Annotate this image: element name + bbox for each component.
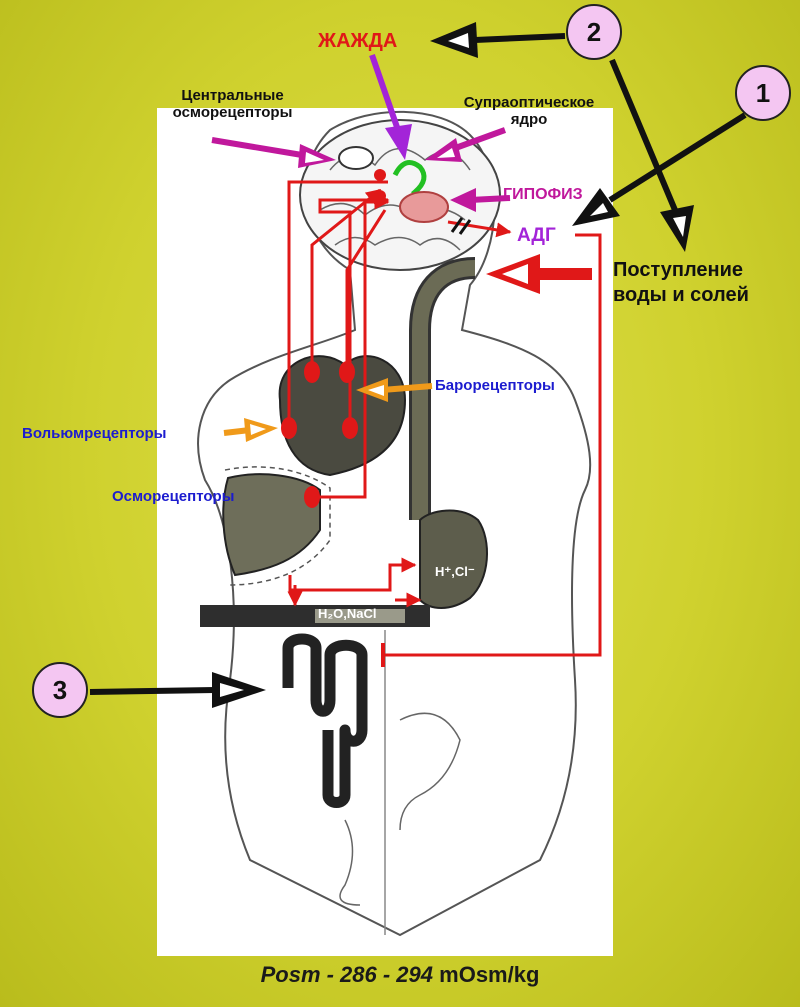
central-osmoreceptor-organ (338, 146, 374, 170)
adh-nerve-break (450, 217, 472, 235)
supraoptic-label: Супраоптическое ядро (438, 94, 620, 128)
orange-pointers (223, 378, 433, 442)
marker-2: 2 (566, 4, 622, 60)
adh-label: АДГ (517, 225, 556, 246)
volumereceptors-label: Вольюмрецепторы (22, 425, 167, 442)
intake-line1: Поступление (613, 259, 744, 281)
osmoreceptors-label: Осморецепторы (112, 488, 235, 505)
body-outline (197, 110, 592, 937)
liver (222, 473, 321, 577)
baroreceptors-label: Барорецепторы (435, 377, 555, 394)
pituitary-gland (399, 191, 449, 223)
stomach (419, 509, 488, 609)
marker-arrows (89, 22, 747, 708)
central-osmoreceptors-label: Центральные осморецепторы (150, 87, 315, 121)
pelvic-organs (339, 712, 461, 906)
intake-line2: воды и солей (613, 284, 749, 306)
magenta-pointers (211, 54, 511, 212)
supraoptic-line1: Супраоптическое (463, 94, 595, 111)
marker-1: 1 (735, 65, 791, 121)
intake-label: Поступление воды и солей (613, 258, 749, 308)
supraoptic-line2: ядро (510, 110, 548, 128)
marker-3: 3 (32, 662, 88, 718)
osmolality-footer: Posm - 286 - 294 mOsm/kg (0, 962, 800, 988)
osmolality-unit: mOsm/kg (433, 962, 540, 987)
pituitary-label: ГИПОФИЗ (503, 186, 583, 203)
receptor-dots (281, 169, 386, 508)
signal-pathways (287, 180, 602, 667)
central-osmoreceptors-line1: Центральные (181, 87, 284, 104)
osmolality-formula: Posm - 286 - 294 (260, 962, 434, 987)
nephron (282, 633, 368, 808)
h2o-nacl-label: H₂O,NaCl (318, 606, 377, 621)
thirst-label: ЖАЖДА (318, 30, 398, 52)
central-osmoreceptors-line2: осморецепторы (172, 103, 293, 121)
h-cl-label: H⁺,Cl⁻ (435, 564, 475, 579)
intake-arrow (486, 254, 592, 294)
